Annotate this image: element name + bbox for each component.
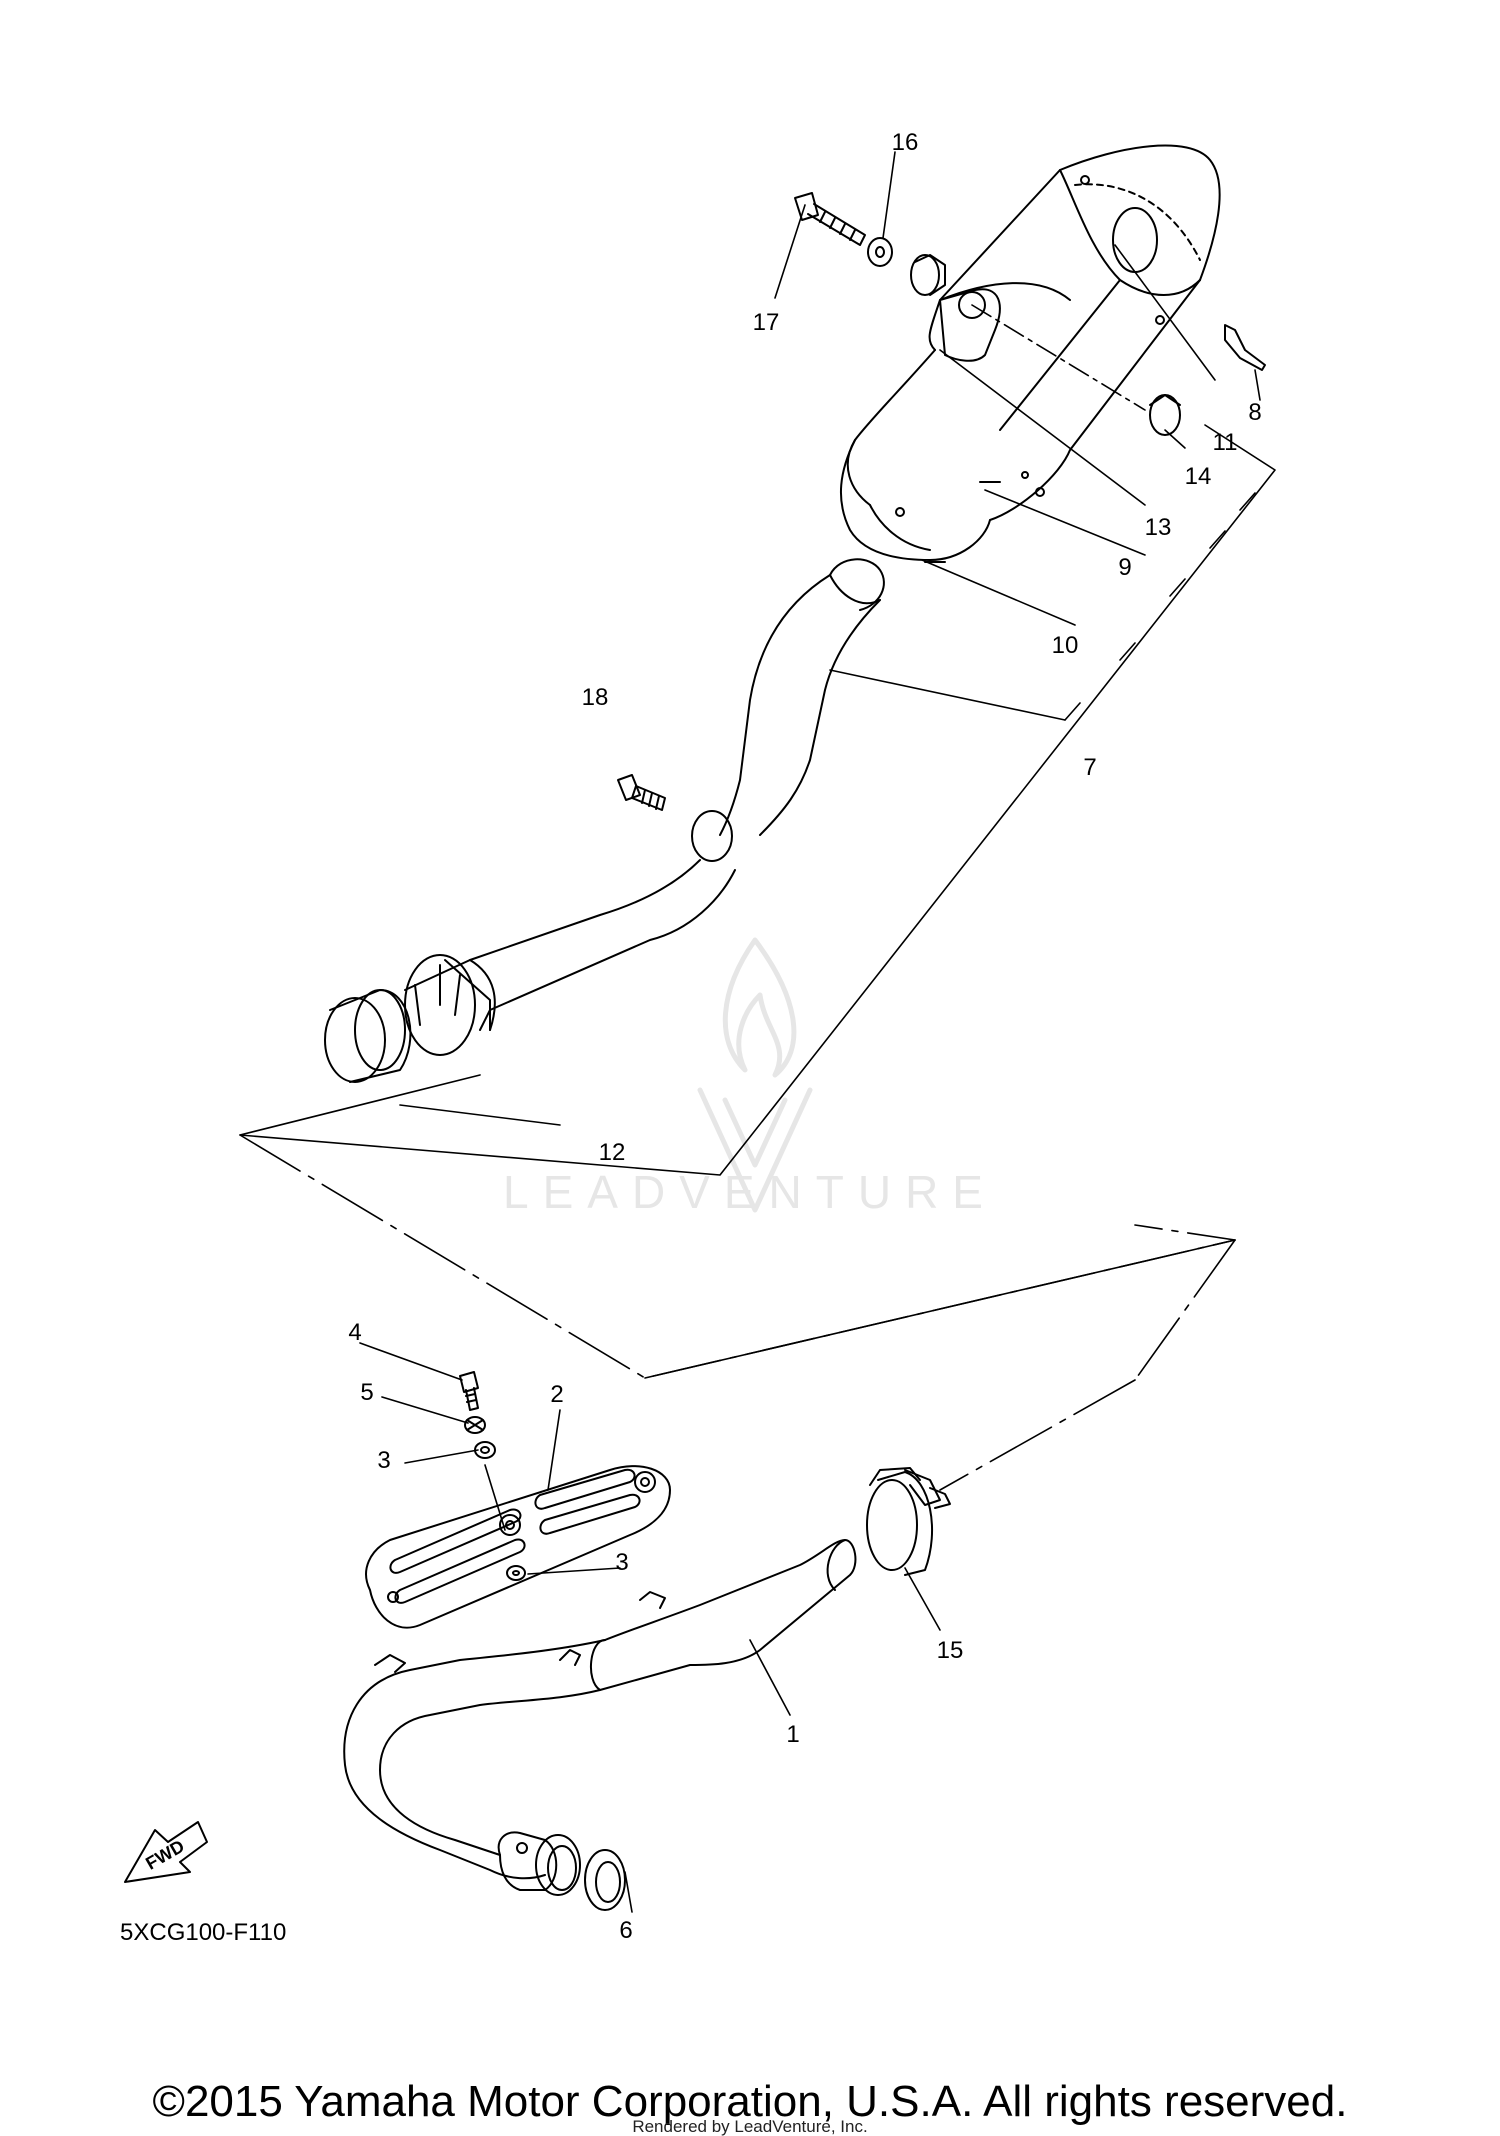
gasket-6: [584, 1849, 626, 1911]
callout-8: 8: [1248, 399, 1261, 426]
callout-4: 4: [348, 1319, 361, 1346]
clamp-15: [866, 1467, 951, 1576]
connection-top: [644, 1239, 1236, 1379]
exhaust-pipe: [404, 574, 881, 1056]
bolt-4: [459, 1371, 479, 1411]
copyright-notice: ©2015 Yamaha Motor Corporation, U.S.A. A…: [152, 2077, 1348, 2126]
callout-18: 18: [582, 684, 609, 711]
callout-9: 9: [1118, 554, 1131, 581]
muffler-assembly: [829, 144, 1221, 611]
leader-lines-lower: [359, 1342, 941, 1913]
callout-12: 12: [599, 1139, 626, 1166]
collar-14: [1149, 394, 1181, 436]
callout-5: 5: [360, 1379, 373, 1406]
callout-13: 13: [1145, 514, 1172, 541]
washer-3-lower: [506, 1565, 526, 1581]
gasket-12: [324, 989, 412, 1083]
bolt-17: [794, 192, 866, 246]
bolt-18: [617, 774, 666, 811]
watermark-text: LEADVENTURE: [503, 1166, 997, 1218]
callout-17: 17: [753, 309, 780, 336]
callout-6: 6: [619, 1917, 632, 1944]
callout-14: 14: [1185, 463, 1212, 490]
callout-3-lower: 3: [615, 1549, 628, 1576]
watermark-logo: [697, 937, 813, 1213]
collar: [910, 254, 946, 296]
leader-lines-upper: [239, 151, 1276, 1176]
callout-10: 10: [1052, 632, 1079, 659]
screw-8: [1224, 324, 1266, 371]
washer-5: [464, 1416, 486, 1434]
callout-11: 11: [1213, 429, 1238, 456]
callout-labels: 16 17 8 11 14 13 9 10 7 18 12 4 5 2 3 3 …: [348, 129, 1261, 1944]
callout-15: 15: [937, 1637, 964, 1664]
diagram-code: 5XCG100-F110: [120, 1919, 286, 1946]
callout-16: 16: [892, 129, 919, 156]
heat-protector-2: [365, 1465, 671, 1629]
callout-7: 7: [1083, 754, 1096, 781]
callout-3-upper: 3: [377, 1447, 390, 1474]
callout-2: 2: [550, 1381, 563, 1408]
exhaust-header-1: [343, 1539, 857, 1896]
connection-tail: [1134, 1239, 1236, 1381]
rendered-by-note: Rendered by LeadVenture, Inc.: [632, 2117, 868, 2136]
callout-1: 1: [786, 1721, 799, 1748]
fwd-arrow-icon: [124, 1821, 208, 1883]
washer-16: [867, 237, 893, 267]
